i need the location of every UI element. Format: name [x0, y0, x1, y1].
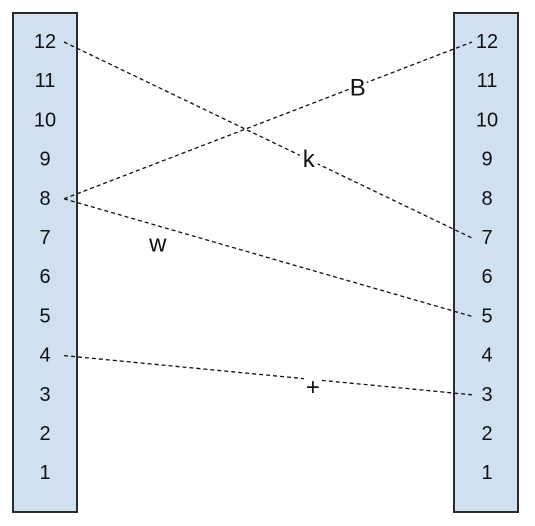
right-number-6: 6: [481, 266, 492, 288]
right-number-11: 11: [477, 70, 498, 92]
right-number-2: 2: [481, 423, 492, 445]
right-number-9: 9: [481, 149, 492, 171]
connection-line-12-to-7: [63, 41, 473, 239]
left-column: [12, 12, 78, 513]
connection-line-8-to-12: [63, 41, 473, 200]
left-number-7: 7: [39, 227, 50, 249]
right-number-5: 5: [481, 305, 492, 327]
left-number-list: 12 11 10 9 8 7 6 5 4 3 2 1: [34, 31, 56, 484]
left-number-9: 9: [39, 149, 50, 171]
right-column: [453, 12, 519, 513]
connection-label-4-to-3: +: [306, 374, 320, 401]
left-number-12: 12: [34, 31, 56, 53]
right-number-10: 10: [476, 109, 498, 131]
right-number-3: 3: [481, 384, 492, 406]
left-number-8: 8: [39, 188, 50, 210]
right-number-8: 8: [481, 188, 492, 210]
right-number-list: 12 11 10 9 8 7 6 5 4 3 2 1: [476, 31, 498, 484]
connection-labels: k Bw +: [148, 74, 367, 401]
left-number-2: 2: [39, 423, 50, 445]
right-number-1: 1: [481, 462, 492, 484]
left-number-10: 10: [34, 109, 56, 131]
connection-label-background: [303, 375, 322, 400]
connection-label-8-to-5: w: [148, 230, 167, 257]
connection-label-8-to-12: B: [350, 74, 366, 101]
left-number-1: 1: [39, 462, 50, 484]
connection-lines: [63, 41, 473, 396]
right-number-4: 4: [481, 345, 492, 367]
connection-line-4-to-3: [63, 354, 473, 396]
left-number-4: 4: [39, 345, 50, 367]
left-number-6: 6: [39, 266, 50, 288]
connection-label-12-to-7: k: [303, 146, 316, 173]
left-number-11: 11: [35, 70, 56, 92]
right-number-7: 7: [481, 227, 492, 249]
connection-label-background: [348, 75, 367, 100]
connection-label-background: [299, 147, 318, 172]
connection-line-8-to-5: [63, 198, 473, 318]
connection-label-background: [148, 231, 167, 256]
right-number-12: 12: [476, 31, 498, 53]
left-number-5: 5: [39, 305, 50, 327]
left-number-3: 3: [39, 384, 50, 406]
